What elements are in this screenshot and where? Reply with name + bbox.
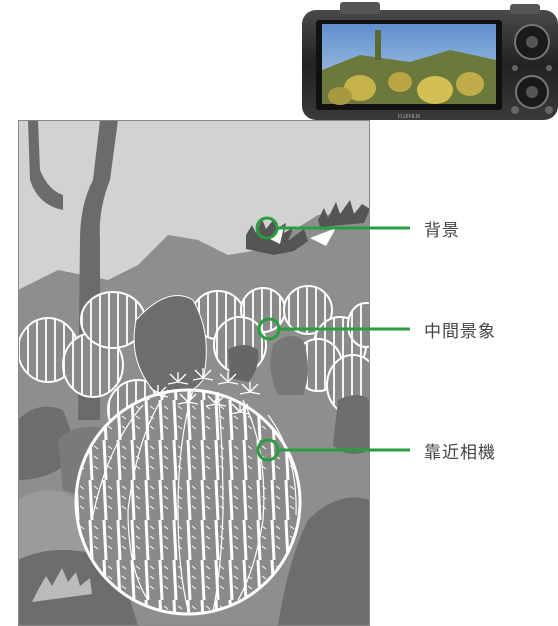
label-foreground: 靠近相機 xyxy=(424,443,496,463)
camera-illustration: FUJIFILM xyxy=(302,2,558,120)
camera-screen-photo xyxy=(322,24,496,105)
label-background: 背景 xyxy=(424,221,460,241)
desert-scene-illustration xyxy=(18,120,370,626)
label-midground: 中間景象 xyxy=(424,322,496,342)
foreground-barrel-cactus xyxy=(74,368,302,616)
camera-brand-text: FUJIFILM xyxy=(398,114,420,120)
